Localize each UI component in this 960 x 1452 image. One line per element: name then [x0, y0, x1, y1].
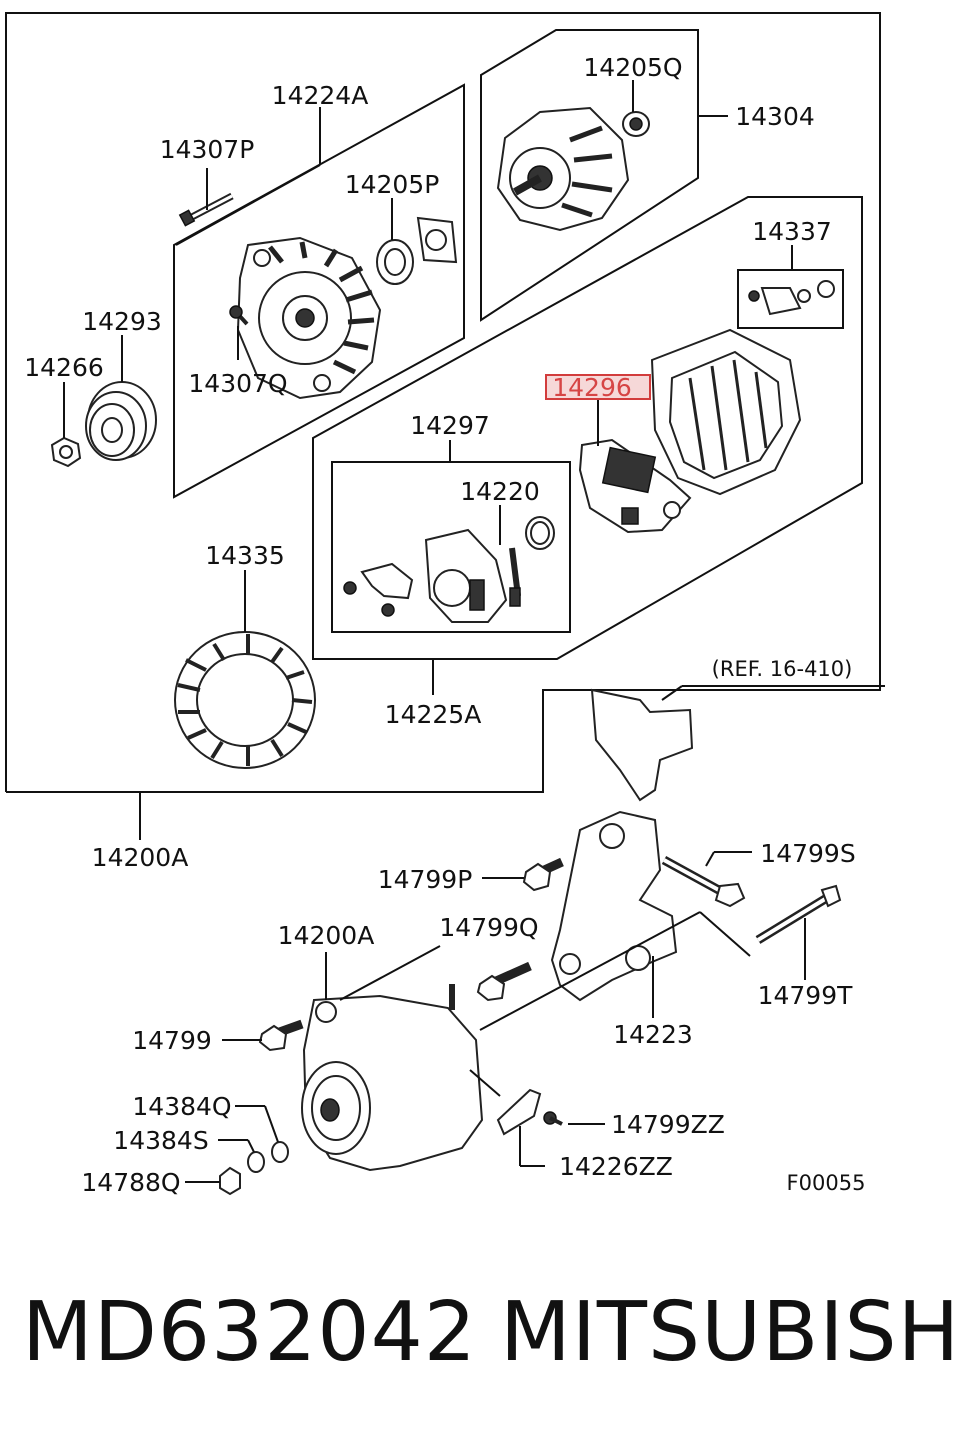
group-frame-14304: [480, 29, 699, 322]
label-14384Q: 14384Q: [132, 1092, 231, 1121]
label-14335: 14335: [205, 541, 285, 570]
bearing-plate-part: [416, 216, 458, 264]
label-14788Q: 14788Q: [81, 1168, 180, 1197]
label-14205P: 14205P: [345, 170, 440, 199]
label-14200A: 14200A: [278, 921, 375, 950]
through-bolt-part: [178, 192, 234, 227]
terminal-bolt-part-14337: [748, 280, 835, 316]
label-14799S: 14799S: [760, 839, 855, 868]
brush-holder-part-14297: [343, 528, 508, 623]
label-14220: 14220: [460, 477, 540, 506]
bracket-ref-part: [590, 688, 694, 802]
label-14307P: 14307P: [160, 135, 255, 164]
label-14799T: 14799T: [758, 981, 854, 1010]
label-14225A: 14225A: [385, 700, 482, 729]
label-14224A: 14224A: [272, 81, 369, 110]
screw-part-14799ZZ: [543, 1111, 563, 1126]
label-14293: 14293: [82, 307, 162, 336]
label-14200A-top: 14200A: [92, 843, 189, 872]
footer-caption: MD632042 MITSUBISHI: [0, 1285, 960, 1395]
bolt-part-14799T: [755, 884, 842, 944]
label-14226ZZ: 14226ZZ: [559, 1152, 673, 1181]
label-14307Q: 14307Q: [188, 369, 287, 398]
pulley-part: [85, 381, 157, 461]
rear-cover-part: [650, 328, 802, 496]
stator-part: [174, 631, 316, 769]
brand-name: MITSUBISHI: [500, 1285, 960, 1380]
washer-part-14384Q: [271, 1141, 289, 1163]
group-frame-14225A: [312, 196, 863, 660]
nut-part-14266: [50, 436, 82, 468]
leader-lines: [63, 80, 885, 1183]
nut-part-14788Q: [219, 1166, 241, 1196]
bolt-part-14799: [258, 1019, 304, 1052]
seal-ring-part: [525, 516, 555, 550]
label-14799ZZ: 14799ZZ: [611, 1110, 725, 1139]
assembly-frame-14200A: [5, 12, 881, 793]
label-14304: 14304: [735, 102, 815, 131]
washer-part-14384S: [247, 1151, 265, 1173]
label-14205Q: 14205Q: [583, 53, 682, 82]
highlight-box-14296: [545, 374, 651, 400]
label-14337: 14337: [752, 217, 832, 246]
bolt-part-14799P: [522, 857, 564, 892]
label-14799: 14799: [132, 1026, 212, 1055]
bracket-part-14223: [550, 810, 678, 1002]
label-14266: 14266: [24, 353, 104, 382]
group-frame-14224A: [173, 83, 465, 499]
bolt-part-14799Q: [476, 961, 532, 1002]
group-frame-14337: [737, 269, 844, 329]
label-14223: 14223: [613, 1020, 693, 1049]
label-14799P: 14799P: [378, 865, 473, 894]
bearing-part-14205Q: [622, 111, 650, 137]
rectifier-part-14296: [578, 438, 692, 534]
screw-part-14307Q: [229, 305, 249, 326]
label-14297: 14297: [410, 411, 490, 440]
front-housing-part: [496, 106, 630, 232]
label-14384S: 14384S: [113, 1126, 208, 1155]
bolt-part-14799S: [661, 856, 746, 908]
rear-housing-part: [236, 236, 382, 400]
label-ref-16-410: (REF. 16-410): [712, 657, 853, 681]
brush-part-14220: [509, 547, 521, 607]
label-14799Q: 14799Q: [439, 913, 538, 942]
bearing-part-14205P: [376, 239, 414, 285]
label-14296: 14296: [552, 373, 632, 402]
part-number: MD632042: [22, 1285, 477, 1380]
alternator-assembly-part: [301, 984, 484, 1172]
figure-code: F00055: [787, 1171, 866, 1195]
bracket-plate-part-14226ZZ: [496, 1088, 542, 1136]
